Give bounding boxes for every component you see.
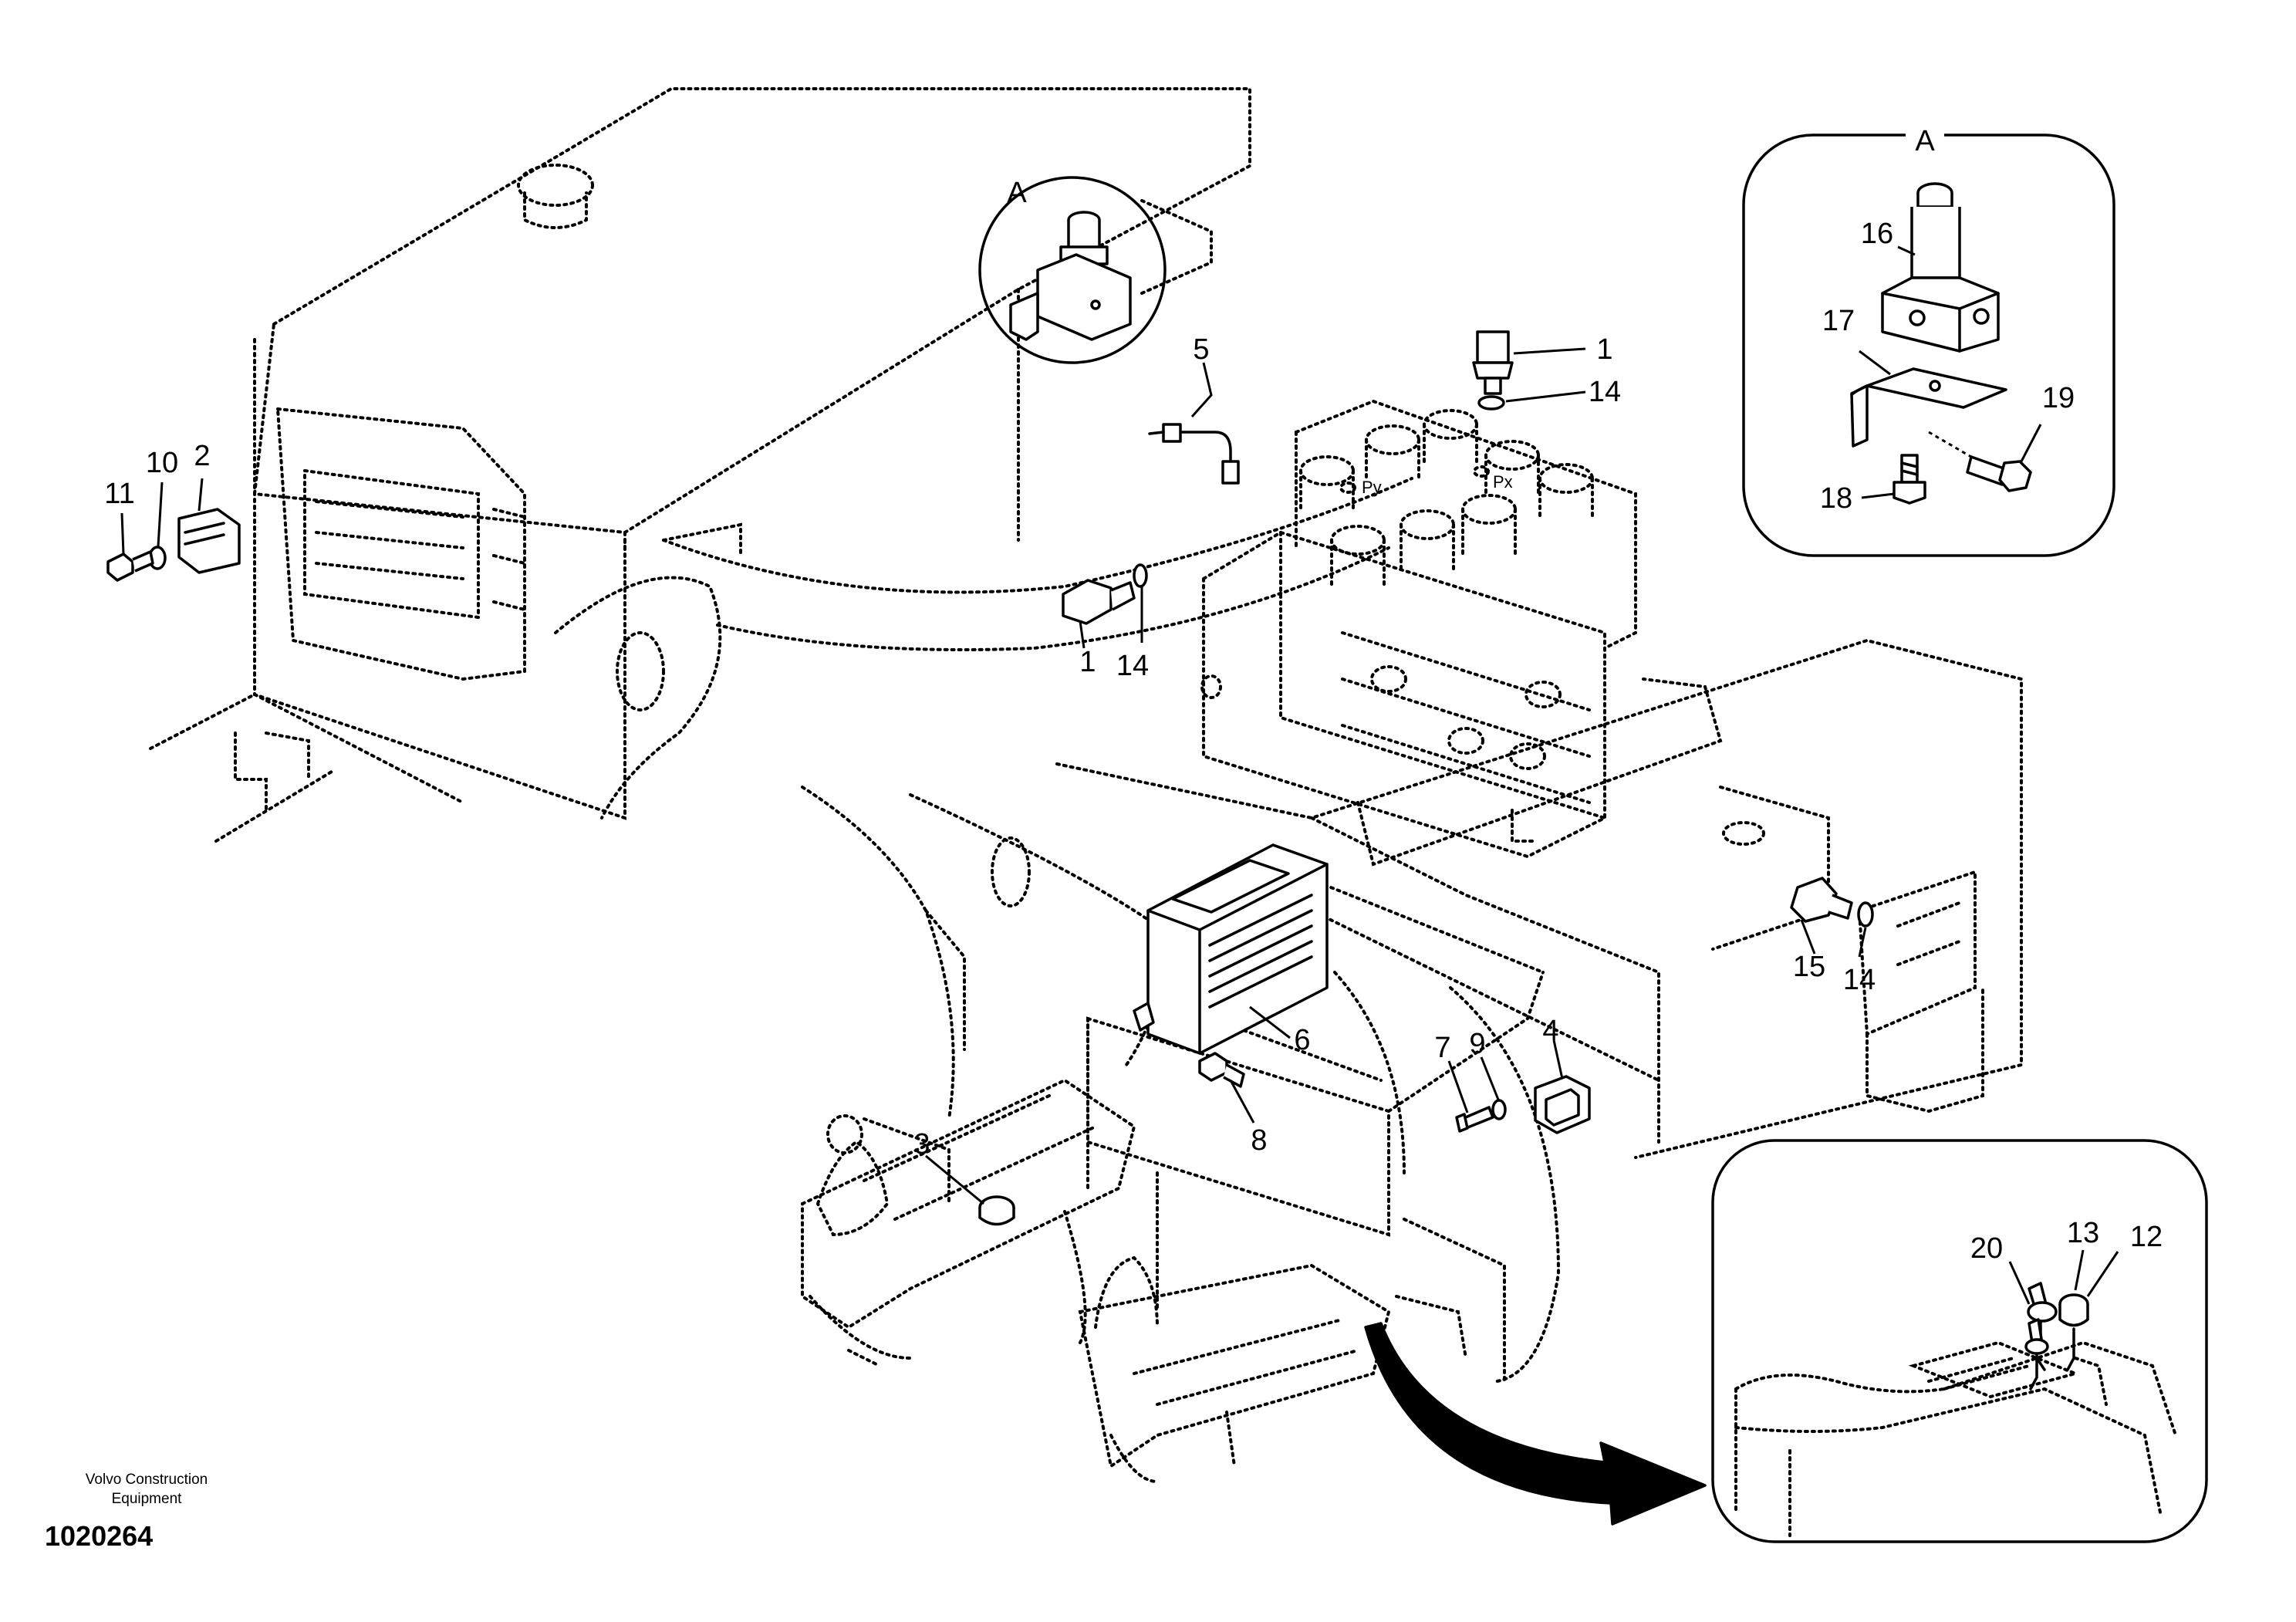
components [106,330,1874,1226]
control-valve-block [1200,399,1723,867]
callout-5: 5 [1193,333,1209,366]
callout-2: 2 [194,440,210,472]
company-line-1: Volvo Construction [85,1472,208,1488]
detail-a-label-inset: A [1915,125,1935,157]
callout-3: 3 [913,1128,930,1161]
callout-1-middle: 1 [1079,646,1096,678]
callout-7: 7 [1434,1032,1450,1064]
detail-a-inset [1742,120,2115,557]
callout-17: 17 [1822,305,1855,337]
callout-19: 19 [2042,382,2075,414]
callout-11: 11 [104,478,134,510]
callout-18: 18 [1820,482,1852,515]
callout-16: 16 [1861,218,1893,250]
callout-labels: 1 1 2 3 4 5 6 7 8 9 10 11 12 13 14 14 14… [104,218,2163,1265]
company-name: Volvo Construction Equipment [31,1470,262,1509]
callout-10: 10 [146,447,178,479]
callout-20: 20 [1970,1232,2003,1265]
callout-13: 13 [2067,1217,2099,1249]
drawing-number: 1020264 [45,1520,154,1552]
port-label-px: Px [1493,472,1513,492]
port-label-py: Py [1362,478,1382,497]
zoom-arrow [1364,1322,1707,1526]
callout-9: 9 [1469,1028,1485,1060]
callout-14-middle: 14 [1116,650,1149,682]
callout-14-right: 14 [1843,964,1876,996]
console-inset [1711,1139,2208,1543]
detail-a-circle [978,176,1213,364]
leader-lines [120,245,2119,1305]
detail-a-label-main: A [1007,177,1027,209]
machine-structure [149,87,2023,1483]
callout-6: 6 [1294,1024,1310,1056]
callout-15: 15 [1793,951,1825,983]
callout-1-top: 1 [1596,333,1612,366]
callout-8: 8 [1251,1124,1267,1157]
company-line-2: Equipment [111,1491,182,1507]
callout-14-top: 14 [1589,376,1621,408]
callout-4: 4 [1542,1015,1558,1047]
callout-12: 12 [2130,1221,2163,1253]
